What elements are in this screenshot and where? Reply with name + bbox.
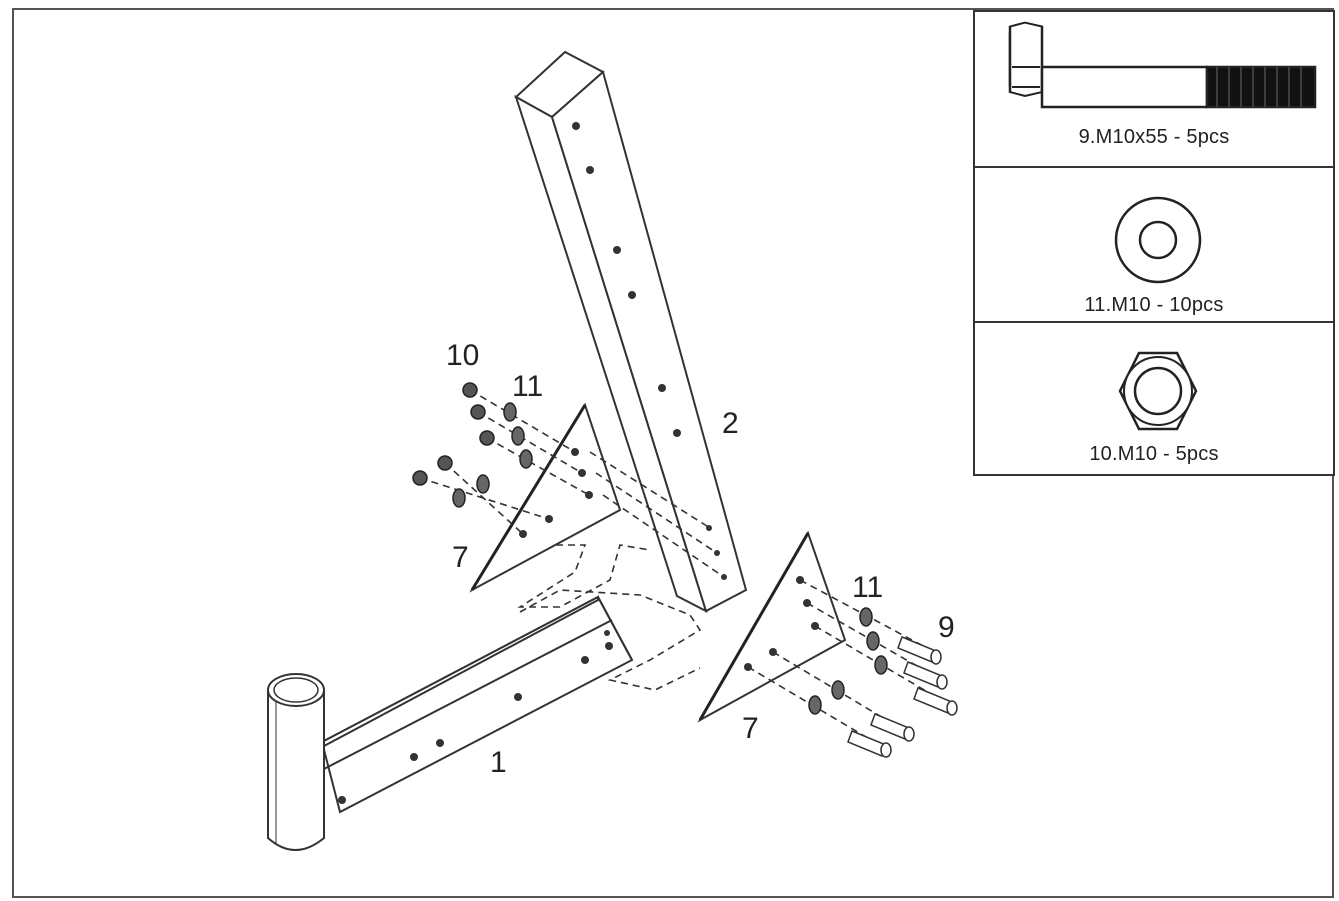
parts-list-item-washer: 11.M10 - 10pcs <box>975 168 1333 323</box>
bolt-icon <box>847 636 958 758</box>
part-label-bolt: 9.M10x55 - 5pcs <box>1078 126 1230 148</box>
callout-part-11-left: 11 <box>512 370 543 403</box>
callout-part-10: 10 <box>446 339 479 372</box>
arm-part-1 <box>320 595 634 814</box>
mount-outline <box>517 544 702 691</box>
callout-part-1: 1 <box>490 746 507 779</box>
bolt-icon <box>1008 21 1317 109</box>
callout-part-7-left: 7 <box>452 541 469 574</box>
parts-list: 9.M10x55 - 5pcs 11.M10 - 10pcs 10.M10 - … <box>973 10 1335 476</box>
upright-part-2 <box>514 50 748 613</box>
callout-part-11-right: 11 <box>852 571 883 604</box>
callout-part-7-right: 7 <box>742 712 759 745</box>
part-label-washer: 11.M10 - 10pcs <box>1084 294 1224 316</box>
washer-icon <box>808 607 888 715</box>
callout-part-2: 2 <box>722 407 739 440</box>
left-hardware <box>412 382 725 578</box>
gusset-plate-left <box>469 402 622 593</box>
pole-tube <box>267 673 325 851</box>
right-hardware <box>747 579 958 758</box>
part-label-hex-nut: 10.M10 - 5pcs <box>1089 443 1219 465</box>
hex-nut-icon <box>1118 351 1198 431</box>
parts-list-item-bolt: 9.M10x55 - 5pcs <box>975 12 1333 168</box>
nut-icon <box>412 382 495 486</box>
parts-list-item-hex-nut: 10.M10 - 5pcs <box>975 323 1333 476</box>
washer-icon <box>452 402 533 508</box>
callout-part-9: 9 <box>938 611 955 644</box>
washer-icon <box>1114 196 1202 284</box>
